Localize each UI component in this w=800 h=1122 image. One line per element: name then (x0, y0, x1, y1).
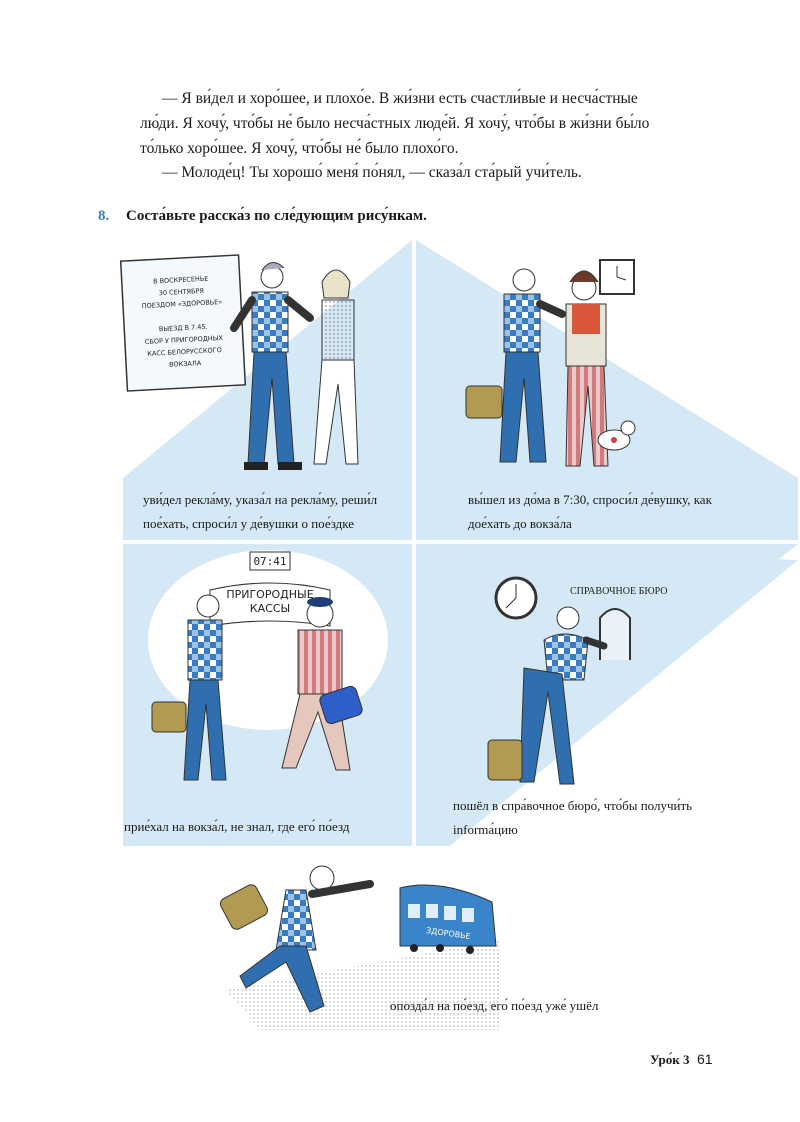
info-desk-sign: СПРАВОЧНОЕ БЮРО (570, 586, 668, 597)
story-paragraph: — Я ви́дел и хоро́шее, и плохо́е. В жи́з… (140, 90, 650, 157)
panel4-caption-line1: пошёл в спра́вочное бюро́, что́бы получи… (453, 798, 693, 813)
ticket-sign-line-2: КАССЫ (250, 602, 290, 615)
exercise-number: 8. (98, 208, 110, 224)
notice-line-1: В ВОСКРЕСЕНЬЕ (153, 275, 209, 286)
panel2-caption-line1: вы́шел из до́ма в 7:30, спроси́л де́вушк… (468, 492, 712, 507)
exercise-title: Соста́вьте расска́з по сле́дующим рису́н… (126, 208, 427, 224)
briefcase-icon (319, 685, 363, 725)
panel3-illustration: 07:41 ПРИГОРОДНЫЕ КАССЫ (148, 550, 388, 781)
panel4-caption-line2: informа́цию (453, 822, 518, 837)
panel4-illustration: СПРАВОЧНОЕ БЮРО (487, 576, 668, 785)
notice-line-2: 30 СЕНТЯБРЯ (159, 287, 205, 297)
notice-line-7: КАСС БЕЛОРУССКОГО (147, 346, 222, 358)
panel-backgrounds (123, 240, 798, 846)
ticket-sign-line-1: ПРИГОРОДНЫЕ (226, 588, 313, 601)
panel1-caption-line2: пое́хать, спроси́л у де́вушки о пое́здке (143, 516, 355, 531)
suitcase-icon (465, 385, 503, 419)
lesson-label: Уро́к 3 (650, 1052, 690, 1067)
notice-line-5: ВЫЕЗД В 7.45. (159, 323, 208, 334)
panel5-caption: опозда́л на по́езд, его́ по́езд уже́ ушё… (390, 998, 599, 1013)
info-window (599, 608, 631, 660)
panel1-caption-bg (123, 478, 412, 540)
panel2-illustration (465, 259, 636, 467)
page-number: 61 (697, 1051, 713, 1067)
ticket-office-sign (209, 582, 331, 627)
panel3-caption: прие́хал на вокза́л, не знал, где его́ п… (124, 819, 350, 834)
notice-line-8: ВОКЗАЛА (169, 359, 202, 369)
station-clock-text: 07:41 (253, 555, 286, 568)
panel2-caption-line2: дое́хать до вокза́ла (468, 516, 572, 531)
panel1-caption-line1: уви́дел рекла́му, указа́л на рекла́му, р… (143, 492, 378, 507)
station-clock (249, 551, 291, 571)
story-paragraph-ending: — Молоде́ц! Ты хорошо́ меня́ по́нял, — с… (162, 164, 582, 181)
panel1-illustration: В ВОСКРЕСЕНЬЕ 30 СЕНТЯБРЯ ПОЕЗДОМ «ЗДОРО… (119, 254, 359, 470)
panel5-illustration: ЗДОРОВЬЕ (219, 865, 500, 1030)
